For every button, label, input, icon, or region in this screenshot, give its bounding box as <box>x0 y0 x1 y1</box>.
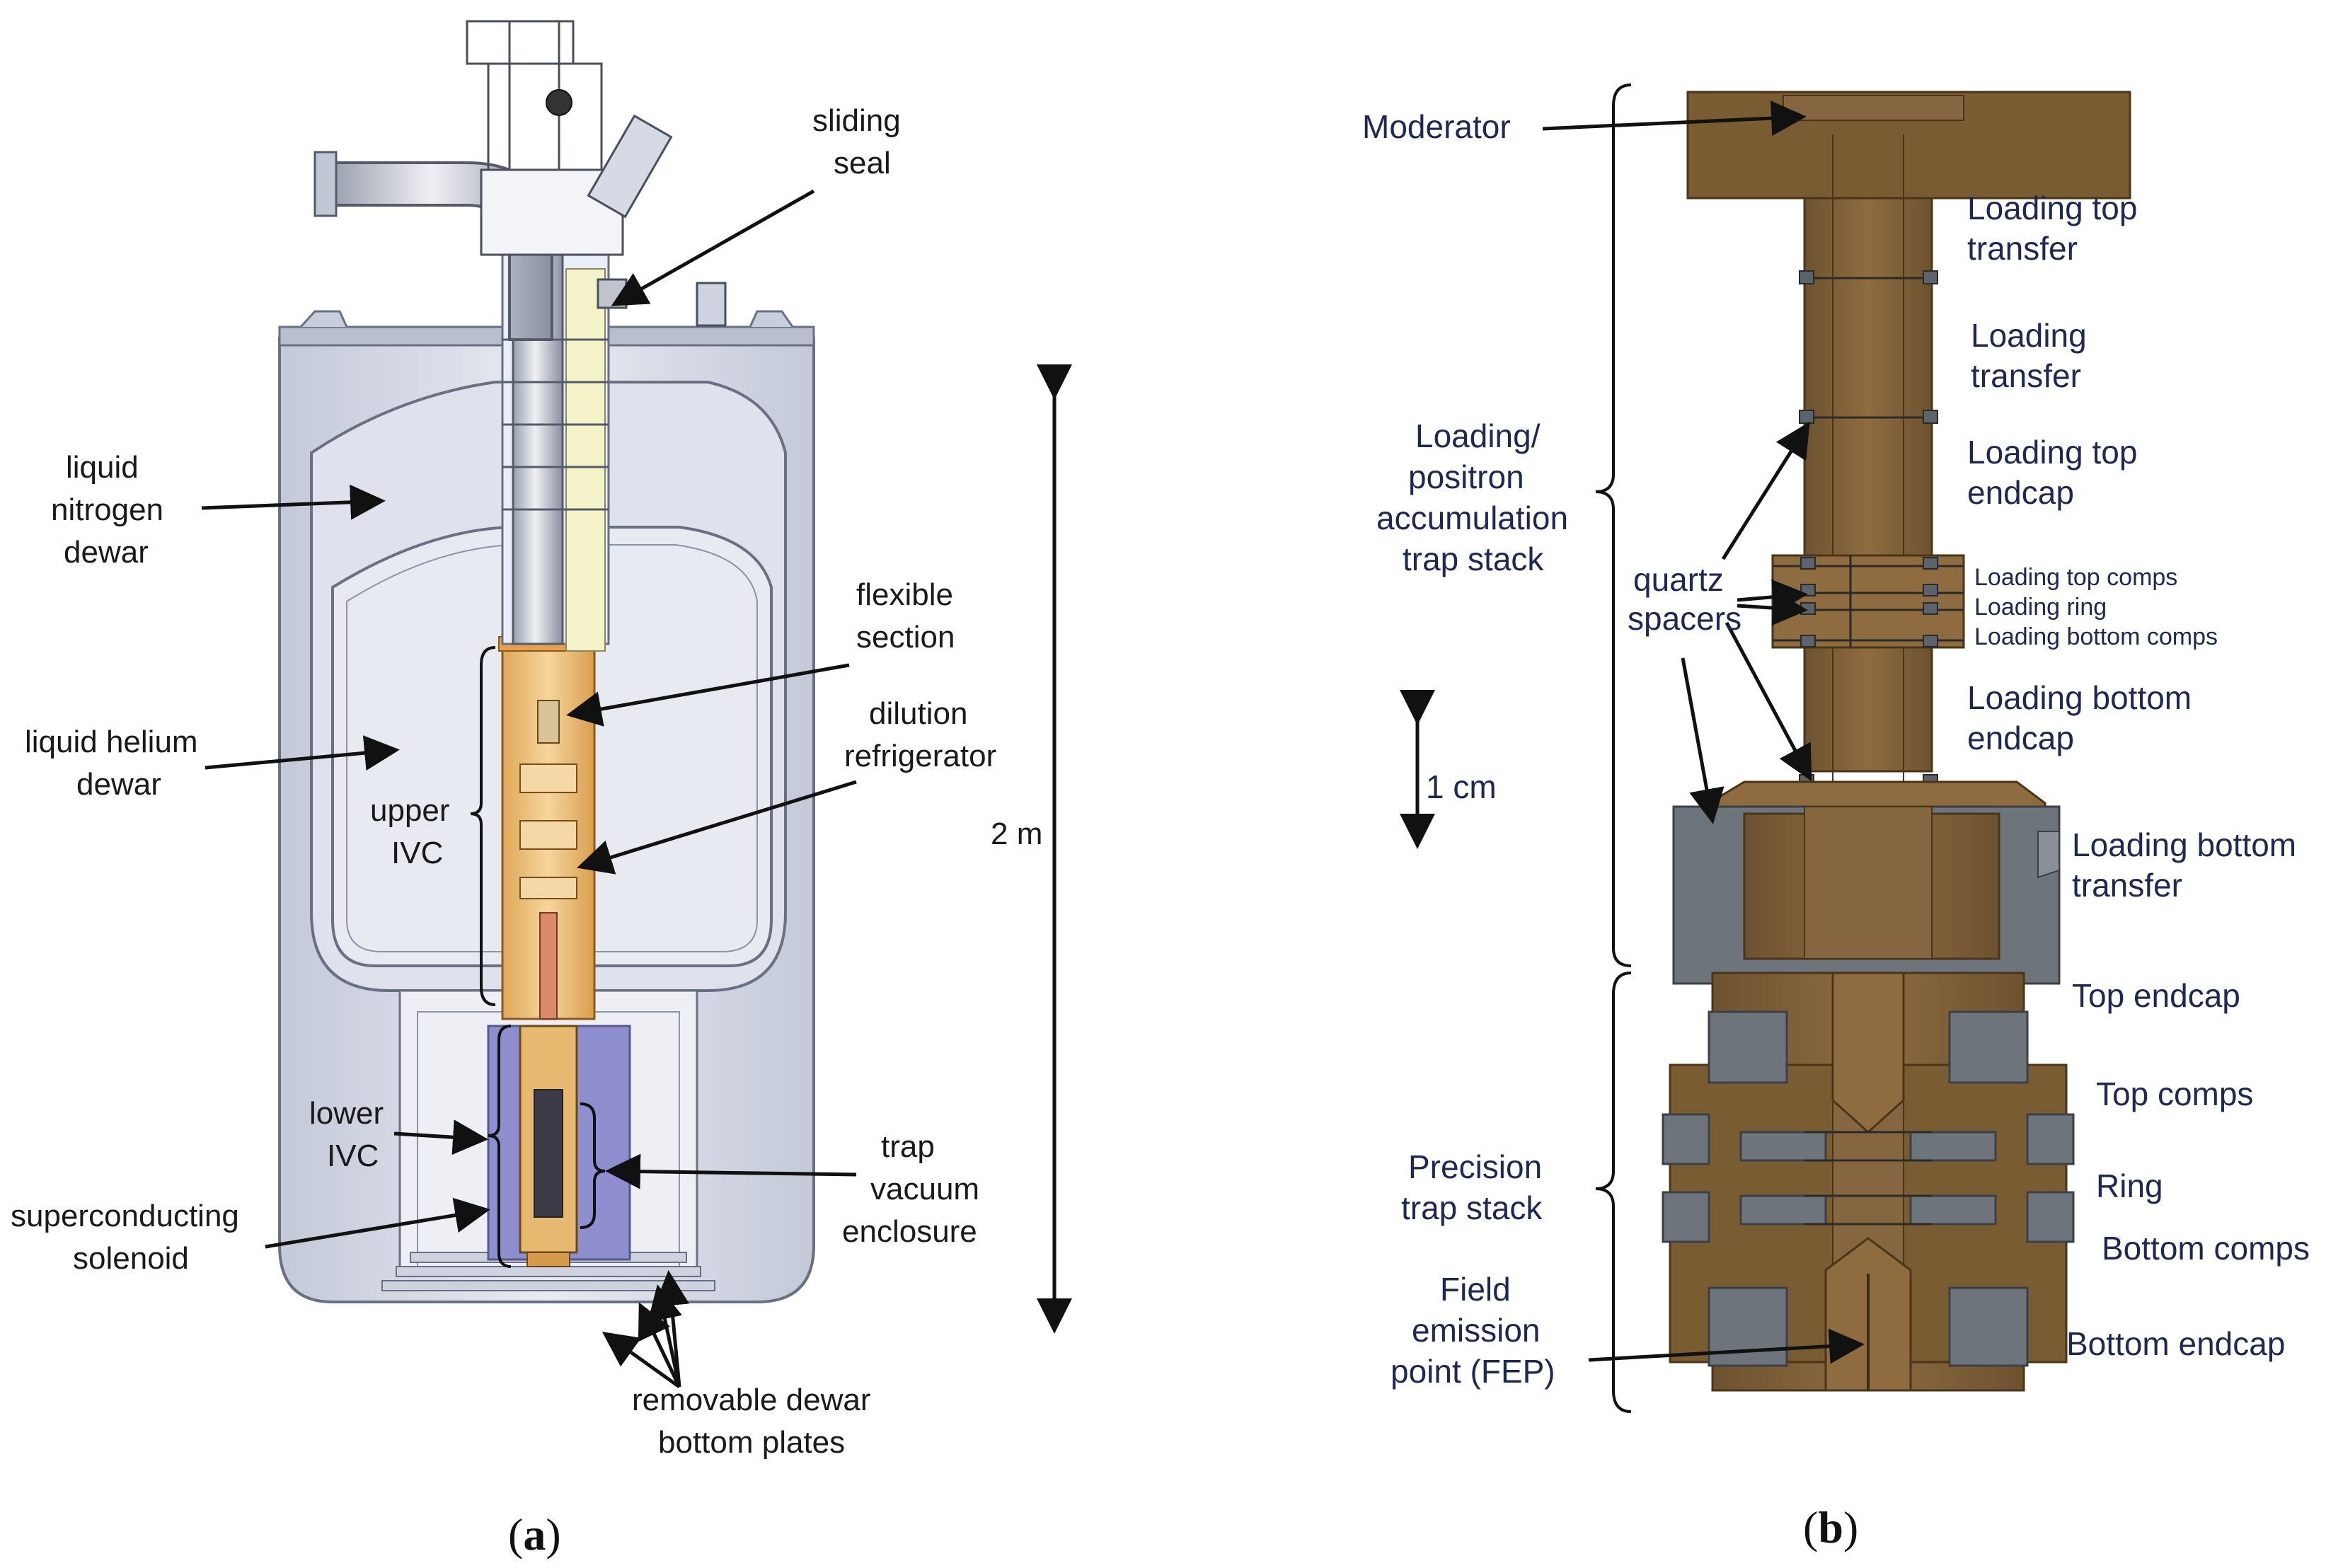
label-loading-stack-line1: Loading/ <box>1415 417 1541 454</box>
top-endcap-cone <box>1831 972 1905 1134</box>
label-lhe-line1: liquid helium <box>25 725 198 759</box>
insert-tube-yellow <box>565 268 606 652</box>
loading-stack-brace <box>1595 83 1632 967</box>
label-dilution-line2: refrigerator <box>844 739 996 773</box>
label-top-endcap: Top endcap <box>2072 977 2240 1014</box>
label-ring: Ring <box>2096 1168 2163 1204</box>
label-trap-line2: vacuum <box>870 1172 979 1206</box>
caption-a: (a) <box>508 1509 561 1560</box>
sliding-seal <box>597 278 628 309</box>
label-flexible-line2: section <box>856 620 955 655</box>
label-top-comps: Top comps <box>2096 1076 2253 1112</box>
flexible-section <box>537 700 560 744</box>
label-loading-stack-line3: accumulation <box>1376 500 1568 536</box>
label-quartz-line1: quartz <box>1633 561 1724 598</box>
cold-finger <box>539 912 558 1020</box>
label-trap-line1: trap <box>881 1129 935 1164</box>
label-loading-transfer-line1: Loading <box>1971 317 2087 354</box>
label-loading-bottom-endcap-line1: Loading bottom <box>1967 679 2192 716</box>
trap-base <box>526 1252 570 1267</box>
label-loading-bottom-transfer-line2: transfer <box>2072 867 2182 904</box>
scale-label-2m: 2 m <box>991 817 1042 851</box>
label-loading-top-transfer-line1: Loading top <box>1967 190 2137 226</box>
precision-stack-brace <box>1595 972 1632 1413</box>
loading-bottom-transfer-tab <box>2037 831 2060 879</box>
dilution-stage-1 <box>519 763 577 793</box>
caption-b: (b) <box>1803 1502 1858 1552</box>
side-port <box>696 282 727 327</box>
bottom-plate-2 <box>396 1266 701 1277</box>
label-loading-bottom-transfer-line1: Loading bottom <box>2072 826 2296 863</box>
label-solenoid-line1: superconducting <box>11 1199 239 1233</box>
panel-b-trap-stack: 1 cm Moderator Loading top transfer Load… <box>1362 83 2310 1552</box>
loading-stack-column <box>1803 197 1933 773</box>
label-loading-stack-line2: positron <box>1408 459 1524 495</box>
panel-a-cryostat: 2 m sliding seal liquid nitrogen dewar l… <box>11 20 1072 1560</box>
label-loading-top-comps: Loading top comps <box>1974 564 2177 591</box>
label-fep-line3: point (FEP) <box>1391 1353 1555 1390</box>
label-quartz-line2: spacers <box>1628 600 1741 637</box>
helium-tank-inner-line <box>346 544 758 952</box>
label-bottom-endcap: Bottom endcap <box>2066 1325 2285 1362</box>
label-loading-top-endcap-line1: Loading top <box>1967 434 2137 471</box>
label-upper-ivc-line1: upper <box>370 793 450 828</box>
dilution-stage-3 <box>519 877 577 899</box>
loading-bottom-transfer-bore <box>1804 806 1933 959</box>
label-ln-line3: dewar <box>64 535 149 570</box>
label-loading-bottom-comps: Loading bottom comps <box>1974 623 2218 650</box>
precision-gap-lines <box>1804 1131 1932 1226</box>
dewar-lid-handle-left <box>299 310 348 328</box>
label-lower-ivc-line2: IVC <box>327 1138 379 1173</box>
label-ln-line2: nitrogen <box>51 492 163 527</box>
precision-gray-electrodes <box>1662 1010 2075 1367</box>
elbow-pipe-flange <box>313 151 338 217</box>
panel-a-arrows <box>201 189 857 1389</box>
trap-core <box>534 1089 563 1218</box>
label-sliding-seal-line1: sliding <box>812 103 901 138</box>
label-flexible-line1: flexible <box>856 577 953 612</box>
label-loading-top-endcap-line2: endcap <box>1967 474 2074 511</box>
label-precision-line2: trap stack <box>1401 1189 1543 1226</box>
label-precision-line1: Precision <box>1408 1148 1542 1185</box>
label-loading-top-transfer-line2: transfer <box>1967 230 2078 267</box>
label-lower-ivc-line1: lower <box>309 1096 384 1131</box>
label-loading-ring: Loading ring <box>1974 594 2107 621</box>
upper-ivc-bracket <box>470 646 496 1006</box>
label-sliding-seal-line2: seal <box>834 146 891 180</box>
label-bottom-comps: Bottom comps <box>2102 1230 2310 1267</box>
label-fep-line1: Field <box>1440 1271 1511 1308</box>
label-upper-ivc-line2: IVC <box>391 836 443 870</box>
label-loading-transfer-line2: transfer <box>1971 357 2081 394</box>
label-moderator: Moderator <box>1362 108 1511 145</box>
label-trap-line3: enclosure <box>842 1214 977 1249</box>
moderator-slot <box>1783 95 1964 121</box>
lower-ivc-bracket <box>488 1025 512 1268</box>
panel-b-arrows <box>1542 100 1865 1364</box>
label-dilution-line1: dilution <box>869 696 967 731</box>
top-frame <box>466 20 673 256</box>
label-ln-line1: liquid <box>66 450 139 485</box>
dewar-lid-handle-right <box>749 310 794 328</box>
dilution-stage-2 <box>519 820 577 850</box>
bottom-plate-1 <box>381 1280 715 1291</box>
label-plates-line1: removable dewar <box>632 1383 871 1417</box>
label-plates-line2: bottom plates <box>658 1425 845 1460</box>
label-solenoid-line2: solenoid <box>73 1241 189 1276</box>
scale-label-1cm: 1 cm <box>1426 768 1497 805</box>
trap-vacuum-bracket <box>580 1102 606 1229</box>
label-loading-stack-line4: trap stack <box>1403 541 1544 577</box>
label-lhe-line2: dewar <box>76 767 161 802</box>
valve-wheel-icon <box>546 89 572 116</box>
label-fep-line2: emission <box>1412 1312 1541 1349</box>
label-loading-bottom-endcap-line2: endcap <box>1967 720 2074 756</box>
